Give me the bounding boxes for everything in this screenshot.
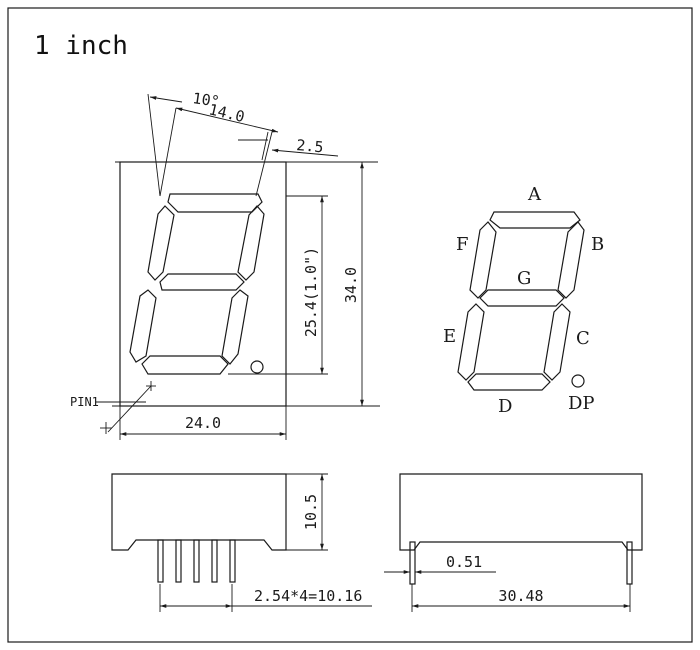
dim-side-height: 10.5 <box>302 494 320 530</box>
dim-pin-width: 0.51 <box>446 553 482 571</box>
side-view-right: 0.51 30.48 <box>384 473 643 612</box>
label-dp: DP <box>568 393 595 414</box>
diagram-seg-d <box>467 373 551 391</box>
front-seg-e <box>129 289 157 363</box>
pin <box>175 539 182 583</box>
pin1-label: PIN1 <box>70 395 99 409</box>
pin <box>626 541 633 585</box>
side-view-left: 10.5 2.54*4=10.16 <box>111 473 372 612</box>
dim-total-width: 24.0 <box>185 414 221 432</box>
pin <box>193 539 200 583</box>
pin <box>157 539 164 583</box>
side-body-right <box>399 473 643 551</box>
diagram-seg-c <box>543 303 571 381</box>
pin <box>229 539 236 583</box>
front-seg-d <box>141 355 229 375</box>
label-a: A <box>527 184 542 205</box>
diagram-seg-e <box>457 303 485 381</box>
front-seg-dp <box>250 360 264 374</box>
label-e: E <box>443 326 456 347</box>
dim-angle: 10° <box>191 89 220 111</box>
dim-total-height: 34.0 <box>342 267 360 303</box>
side-body-left <box>111 473 287 551</box>
diagram-seg-dp <box>571 374 585 388</box>
diagram-seg-a <box>489 211 581 229</box>
pin <box>211 539 218 583</box>
label-c: C <box>576 328 590 349</box>
dim-side-width: 30.48 <box>498 587 543 605</box>
dim-offset: 2.5 <box>296 136 325 156</box>
front-seg-g <box>159 273 245 291</box>
front-view: 10° 14.0 2.5 25.4(1.0") 34.0 24.0 PIN1 <box>70 89 380 440</box>
diagram-seg-f <box>469 221 497 299</box>
front-digit <box>129 193 265 375</box>
pin <box>409 541 416 585</box>
label-b: B <box>591 234 604 255</box>
front-seg-a <box>167 193 263 213</box>
dim-width-top: 14.0 <box>207 100 246 126</box>
label-g: G <box>517 268 531 289</box>
diagram-seg-g <box>479 289 565 307</box>
dim-digit-height: 25.4(1.0") <box>302 247 320 337</box>
front-seg-f <box>147 205 175 281</box>
front-seg-b <box>237 205 265 281</box>
label-d: D <box>498 396 512 417</box>
segment-diagram: A B C D E F G DP <box>443 184 604 417</box>
outer-border <box>7 7 693 643</box>
diagram-seg-b <box>557 221 585 299</box>
front-seg-c <box>221 289 249 365</box>
dim-pin-pitch: 2.54*4=10.16 <box>254 587 362 605</box>
title: 1 inch <box>34 31 128 61</box>
label-f: F <box>456 234 469 255</box>
